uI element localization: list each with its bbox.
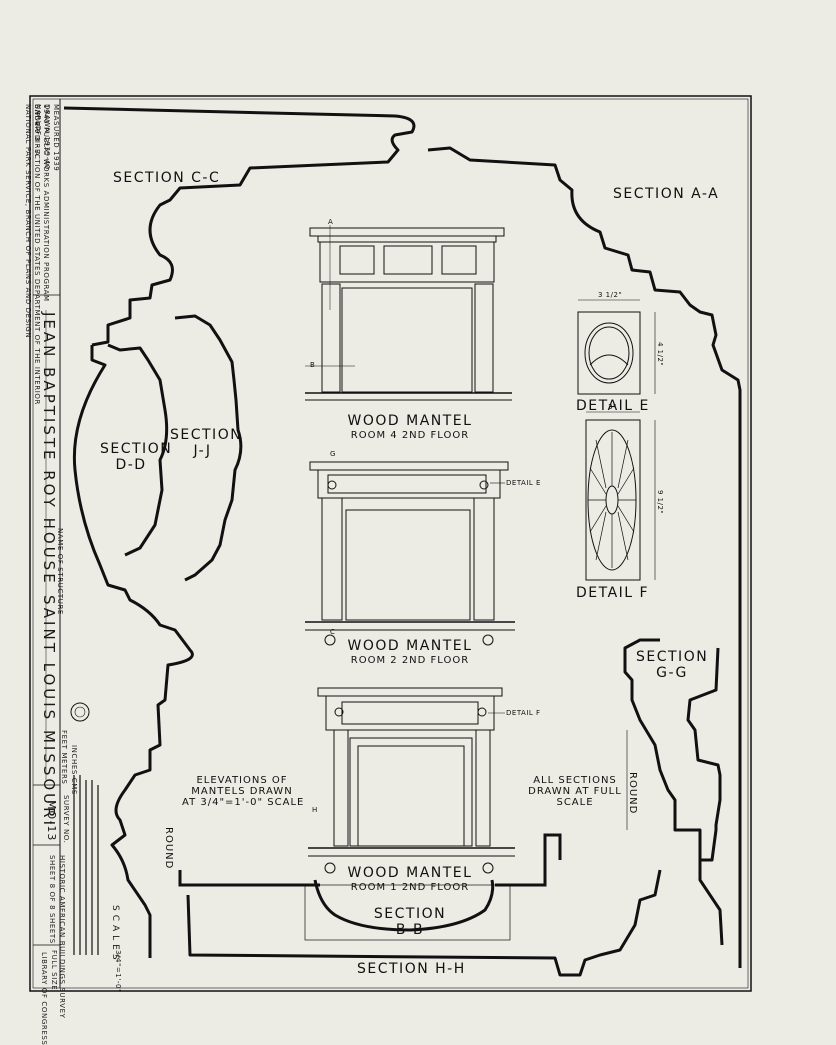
scale-unit: FEET bbox=[60, 730, 68, 750]
scale-unit: METERS bbox=[60, 752, 68, 785]
section-d-d-profile bbox=[72, 345, 194, 958]
section-b-b-line1: SECTION bbox=[373, 906, 447, 922]
full-size-label: FULL SIZE bbox=[50, 950, 58, 991]
detail-f-label: DETAIL F bbox=[576, 585, 650, 601]
mantel-room1-elevation bbox=[308, 687, 515, 874]
graphic-scale bbox=[73, 775, 99, 955]
section-g-g-line1: SECTION bbox=[636, 649, 709, 665]
round-note-left: ROUND bbox=[163, 827, 174, 870]
drawing-linework bbox=[29, 95, 752, 992]
section-a-a-label: SECTION A-A bbox=[613, 186, 720, 202]
section-b-b-inset bbox=[304, 884, 511, 941]
sections-scale-note: ALL SECTIONS DRAWN AT FULL SCALE bbox=[520, 775, 630, 808]
section-b-b-line2: B-B bbox=[395, 922, 425, 938]
cut-mark-a: A bbox=[328, 218, 334, 226]
mantel-room2-title: WOOD MANTEL bbox=[347, 638, 473, 654]
section-a-a-profile bbox=[427, 146, 742, 968]
scale-units-2: INCHES CMS bbox=[69, 745, 78, 795]
section-j-j-line1: SECTION bbox=[170, 427, 243, 443]
library-label: LIBRARY OF CONGRESS bbox=[40, 952, 48, 1045]
title-block-program-3: UNDER DIRECTION OF THE UNITED STATES DEP… bbox=[23, 104, 41, 405]
elevations-note: ELEVATIONS OF MANTELS DRAWN AT 3/4"=1'-0… bbox=[182, 775, 305, 808]
elevations-note-line: AT 3/4"=1'-0" SCALE bbox=[182, 797, 305, 808]
section-g-g-profile-right bbox=[686, 647, 724, 946]
section-g-g-label: SECTION G-G bbox=[636, 649, 708, 681]
section-j-j-label: SECTION J-J bbox=[170, 427, 243, 459]
detail-f-drawing bbox=[585, 411, 656, 581]
section-b-b-label: SECTION B-B bbox=[372, 906, 448, 938]
detail-e-height: 4 1/2" bbox=[656, 342, 664, 367]
agency-name: HISTORIC AMERICAN BUILDINGS SURVEY bbox=[58, 855, 66, 1019]
seal-emblem bbox=[70, 702, 90, 722]
program-line: NATIONAL PARK SERVICE, BRANCH OF PLANS A… bbox=[24, 104, 32, 339]
program-line: 1940 PUBLIC WORKS ADMINISTRATION PROGRAM bbox=[42, 104, 50, 302]
cut-mark-h: H bbox=[312, 806, 318, 814]
sections-note-line: SCALE bbox=[556, 797, 594, 808]
detail-e-width: 3 1/2" bbox=[598, 291, 623, 299]
round-note-right: ROUND bbox=[627, 772, 638, 815]
mantel-room4-room: ROOM 4 2ND FLOOR bbox=[350, 430, 470, 441]
scale-unit: CMS bbox=[70, 777, 78, 795]
sections-note-line: ALL SECTIONS bbox=[533, 775, 617, 786]
section-d-d-inner bbox=[107, 343, 169, 557]
mantel-room1-title: WOOD MANTEL bbox=[347, 865, 473, 881]
section-d-d-line2: D-D bbox=[115, 457, 147, 473]
section-b-b-profile bbox=[313, 879, 495, 932]
detail-e-reference: DETAIL E bbox=[506, 479, 541, 487]
sheet-number: SHEET 8 OF 8 SHEETS bbox=[48, 855, 56, 944]
survey-no-label: SURVEY NO. bbox=[62, 795, 70, 844]
detail-e-drawing bbox=[577, 299, 656, 395]
section-c-c-label: SECTION C-C bbox=[113, 170, 221, 186]
cut-mark-g: G bbox=[330, 450, 336, 458]
section-c-c-profile bbox=[63, 106, 416, 347]
cut-mark-b: B bbox=[310, 361, 316, 369]
mantel-room4-elevation bbox=[305, 225, 512, 401]
section-g-g-line2: G-G bbox=[656, 665, 688, 681]
detail-f-height: 9 1/2" bbox=[656, 490, 664, 515]
detail-e-label: DETAIL E bbox=[576, 398, 650, 414]
section-g-g-profile bbox=[623, 638, 702, 860]
section-j-j-profile bbox=[174, 314, 243, 582]
program-line: MEASURED 1939 bbox=[52, 104, 60, 172]
sections-note-line: DRAWN AT FULL bbox=[528, 786, 622, 797]
section-h-h-profile bbox=[186, 869, 662, 977]
detail-f-reference: DETAIL F bbox=[506, 709, 541, 717]
detail-f-width: 3" bbox=[608, 403, 617, 411]
drawing-sheet: MEASURED 1939 DRAWN 1939-40 NARLOF 1940 … bbox=[23, 95, 752, 1045]
elevations-note-line: MANTELS DRAWN bbox=[191, 786, 293, 797]
section-d-d-line1: SECTION bbox=[100, 441, 173, 457]
scale-unit: INCHES bbox=[70, 745, 78, 775]
section-j-j-line2: J-J bbox=[193, 443, 212, 459]
border-frame-inner bbox=[32, 98, 749, 989]
mantel-room2-room: ROOM 2 2ND FLOOR bbox=[350, 655, 470, 666]
border-frame bbox=[29, 95, 752, 992]
section-h-h-label: SECTION H-H bbox=[357, 961, 466, 977]
scale-units: FEET METERS bbox=[59, 730, 68, 784]
structure-location: SAINT LOUIS MISSOURI bbox=[40, 595, 58, 828]
survey-number: MO-13 bbox=[45, 800, 58, 842]
mantel-room4-title: WOOD MANTEL bbox=[347, 413, 473, 429]
elevations-note-line: ELEVATIONS OF bbox=[196, 775, 288, 786]
scales-label: SCALES bbox=[110, 905, 120, 964]
section-d-d-label: SECTION D-D bbox=[100, 441, 173, 473]
cut-mark-c: C bbox=[330, 628, 336, 636]
mantel-room1-room: ROOM 1 2ND FLOOR bbox=[350, 882, 470, 893]
mantel-room2-elevation bbox=[305, 461, 515, 646]
